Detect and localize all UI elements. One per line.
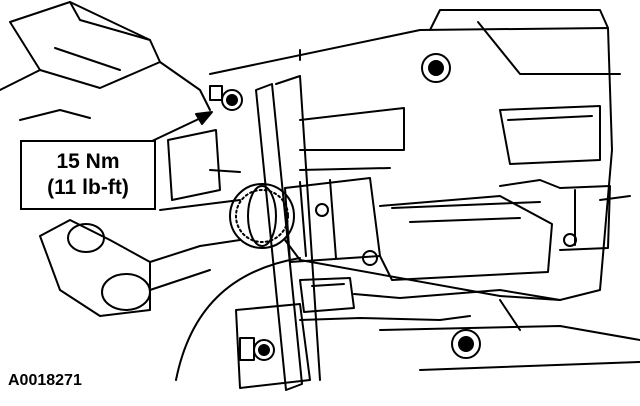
torque-metric-label: 15 Nm <box>56 150 120 173</box>
mounting-bracket <box>209 9 631 301</box>
wiring-connector <box>299 277 561 313</box>
bolt-lower-left <box>239 337 275 361</box>
cable-arc <box>175 257 301 381</box>
torque-callout: 15 Nm (11 lb-ft) <box>20 140 156 210</box>
bolt-lower-right <box>451 329 481 359</box>
bolt-upper-right <box>421 53 451 83</box>
leader-arrow <box>149 111 213 143</box>
left-linkage <box>39 129 241 317</box>
figure-id: A0018271 <box>8 372 82 389</box>
torque-imperial-label: (11 lb-ft) <box>47 176 129 199</box>
lower-base-plate <box>235 299 640 389</box>
bolt-upper-left <box>209 85 243 111</box>
background-structure <box>0 1 211 121</box>
sensor-ring <box>229 183 295 249</box>
actuator-motor <box>284 177 577 281</box>
